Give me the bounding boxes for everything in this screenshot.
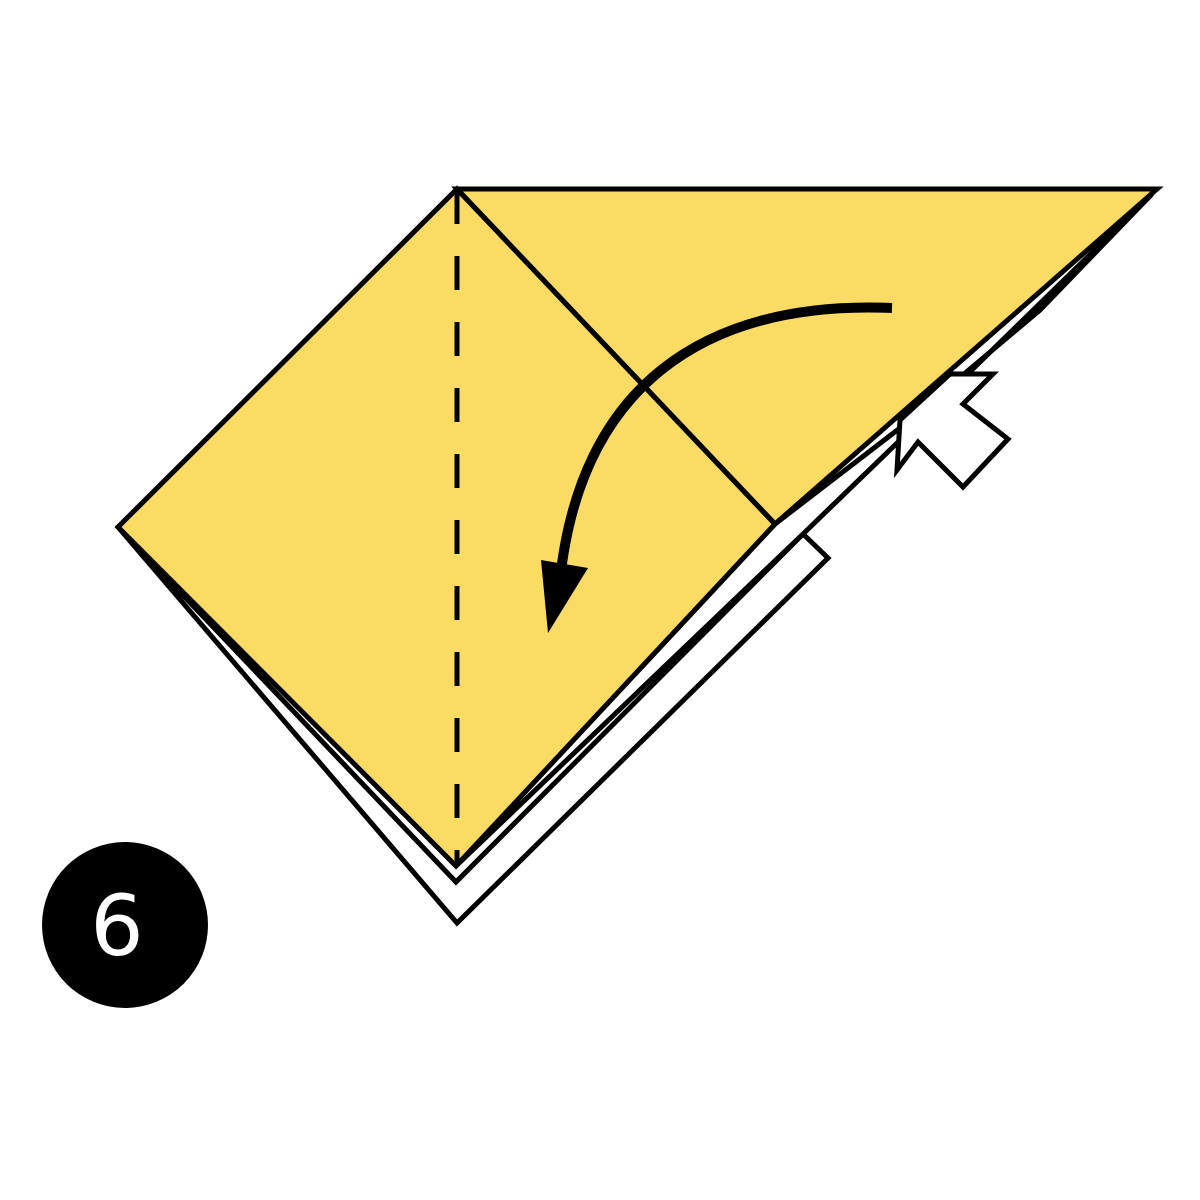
step-number: 6: [90, 877, 143, 975]
curved-arrow-icon: [541, 302, 893, 633]
diagonal-crease: [455, 187, 777, 526]
step-badge-circle: [42, 842, 208, 1008]
back-layer-white: [116, 525, 832, 927]
push-arrow-icon: [894, 371, 1012, 491]
step-number-badge: 6: [42, 842, 208, 1008]
